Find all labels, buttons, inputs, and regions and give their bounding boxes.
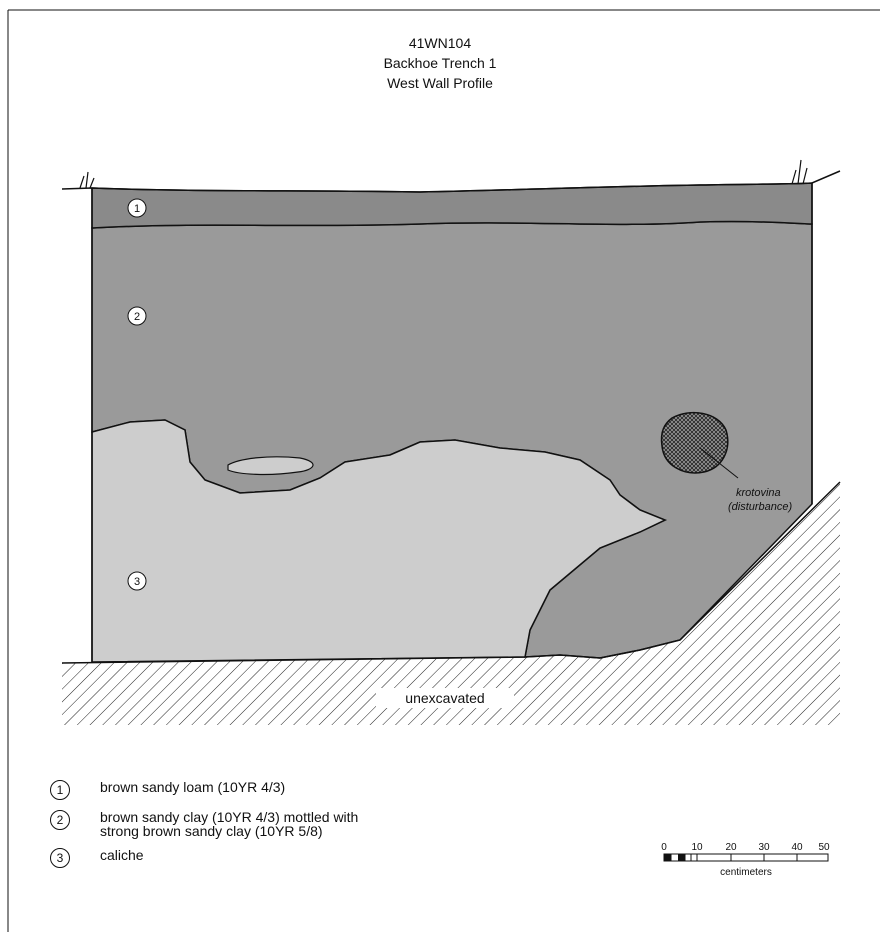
scale-tick-20: 20 [725, 842, 737, 853]
layer-3-area [91, 419, 667, 663]
profile-title: West Wall Profile [387, 75, 493, 91]
krotovina-sublabel: (disturbance) [728, 501, 793, 513]
scale-unit: centimeters [720, 867, 772, 878]
unexcavated-label-bg [376, 688, 514, 708]
legend-text-3: caliche [100, 848, 144, 862]
layer-2-number: 2 [134, 311, 140, 323]
legend-text-2: brown sandy clay (10YR 4/3) mottled with… [100, 810, 358, 838]
scale-tick-30: 30 [758, 842, 770, 853]
layer-3-number: 3 [134, 576, 140, 588]
legend-item-1: 1 brown sandy loam (10YR 4/3) [50, 780, 570, 800]
legend-line: brown sandy clay (10YR 4/3) mottled with [100, 809, 359, 825]
legend-item-2: 2 brown sandy clay (10YR 4/3) mottled wi… [50, 810, 570, 838]
unexcavated-label: unexcavated [405, 690, 484, 706]
grass-tuft-left-icon [79, 171, 95, 189]
caliche-inclusion [227, 456, 314, 476]
legend: 1 brown sandy loam (10YR 4/3) 2 brown sa… [50, 780, 570, 878]
grass-tuft-right-icon [791, 159, 808, 185]
trench-title: Backhoe Trench 1 [383, 55, 497, 71]
layer-1-number: 1 [134, 203, 140, 215]
scale-tick-50: 50 [818, 842, 830, 853]
legend-text-1: brown sandy loam (10YR 4/3) [100, 780, 285, 794]
legend-line: brown sandy loam (10YR 4/3) [100, 779, 286, 795]
legend-line: caliche [100, 847, 144, 863]
layer-3-marker [127, 571, 147, 591]
site-title: 41WN104 [408, 35, 472, 51]
scale-tick-0: 0 [661, 842, 667, 853]
unexcavated-area [62, 482, 840, 725]
layer-1-marker [127, 198, 147, 218]
legend-line: strong brown sandy clay (10YR 5/8) [100, 823, 323, 839]
ground-surface [61, 170, 841, 193]
krotovina-leader [699, 447, 739, 479]
legend-item-3: 3 caliche [50, 848, 570, 868]
krotovina [660, 411, 729, 474]
scale-tick-10: 10 [691, 842, 703, 853]
legend-number-2: 2 [50, 810, 70, 830]
scale-tick-40: 40 [791, 842, 803, 853]
legend-number-1: 1 [50, 780, 70, 800]
krotovina-label: krotovina [736, 487, 781, 499]
scale-bar: 0 10 20 30 40 50 centimeters [661, 842, 830, 878]
layer-2-marker [127, 306, 147, 326]
legend-number-3: 3 [50, 848, 70, 868]
trench-floor [61, 481, 841, 664]
